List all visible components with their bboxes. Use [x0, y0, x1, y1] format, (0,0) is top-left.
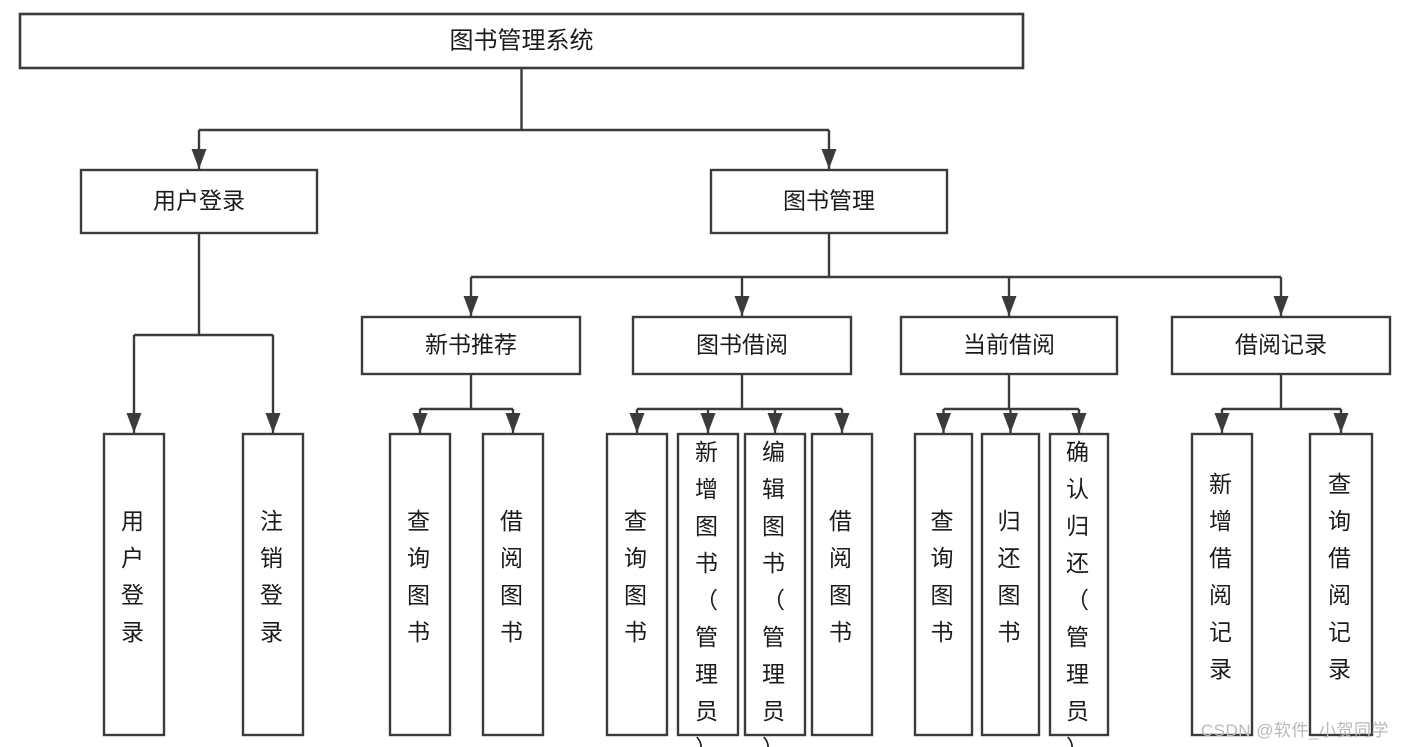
conn-l3-图书借阅-arrow-1 — [700, 413, 716, 433]
conn-l3-借阅记录-arrow-1 — [1333, 413, 1349, 433]
node-l3-新书推荐-rect[interactable] — [360, 315, 582, 376]
node-leaf-查询图书-4-label: 查询图书 — [624, 508, 650, 645]
node-leaf-查询图书-8[interactable]: 查询图书 — [913, 432, 974, 737]
conn-l3-图书借阅-arrow-3 — [834, 413, 850, 433]
node-l3-新书推荐[interactable]: 新书推荐 — [360, 315, 582, 376]
node-l2-用户登录-label: 用户登录 — [153, 188, 245, 214]
connector-layer — [126, 68, 1349, 433]
node-leaf-借阅图书-7-rect[interactable] — [810, 432, 874, 737]
node-leaf-查询图书-8-rect[interactable] — [913, 432, 974, 737]
node-l3-借阅记录-label: 借阅记录 — [1235, 332, 1327, 358]
node-leaf-借阅图书-7[interactable]: 借阅图书 — [810, 432, 874, 737]
node-leaf-新增图书管理员-5-rect[interactable] — [676, 432, 740, 737]
node-leaf-确认归还管理员-10-label: 确认归还（管理员） — [1066, 439, 1092, 747]
node-leaf-新增图书管理员-5-label: 新增图书（管理员） — [695, 439, 721, 747]
node-leaf-查询借阅记录-12-rect[interactable] — [1308, 432, 1374, 737]
node-leaf-用户登录-0-label: 用户登录 — [121, 508, 147, 645]
node-leaf-新增借阅记录-11[interactable]: 新增借阅记录 — [1190, 432, 1254, 737]
node-l2-图书管理[interactable]: 图书管理 — [709, 168, 949, 235]
node-l3-借阅记录[interactable]: 借阅记录 — [1170, 315, 1392, 376]
node-leaf-查询借阅记录-12[interactable]: 查询借阅记录 — [1308, 432, 1374, 737]
node-l3-图书借阅[interactable]: 图书借阅 — [631, 315, 853, 376]
node-leaf-归还图书-9-rect[interactable] — [980, 432, 1041, 737]
node-leaf-借阅图书-3-rect[interactable] — [481, 432, 545, 737]
node-leaf-新增借阅记录-11-label: 新增借阅记录 — [1209, 471, 1235, 682]
node-l2-图书管理-rect[interactable] — [709, 168, 949, 235]
node-l2-图书管理-label: 图书管理 — [783, 188, 875, 214]
node-l2-用户登录-rect[interactable] — [79, 168, 319, 235]
node-leaf-归还图书-9-label: 归还图书 — [998, 508, 1024, 645]
node-leaf-查询图书-2-rect[interactable] — [388, 432, 452, 737]
watermark-label: CSDN @软件_小贺同学 — [1200, 721, 1389, 740]
node-leaf-查询图书-8-label: 查询图书 — [931, 508, 957, 645]
node-leaf-确认归还管理员-10[interactable]: 确认归还（管理员） — [1048, 432, 1110, 747]
node-leaf-借阅图书-3-label: 借阅图书 — [500, 508, 526, 645]
node-layer: 图书管理系统用户登录图书管理新书推荐图书借阅当前借阅借阅记录用户登录注销登录查询… — [18, 12, 1392, 747]
conn-user-login-arrow-1 — [265, 413, 281, 433]
conn-l3-当前借阅-arrow-0 — [936, 413, 951, 433]
node-leaf-查询图书-2[interactable]: 查询图书 — [388, 432, 452, 737]
node-leaf-查询图书-4[interactable]: 查询图书 — [605, 432, 669, 737]
node-l2-用户登录[interactable]: 用户登录 — [79, 168, 319, 235]
node-leaf-注销登录-1-rect[interactable] — [241, 432, 305, 737]
node-leaf-编辑图书管理员-6[interactable]: 编辑图书（管理员） — [743, 432, 807, 747]
conn-l3-图书借阅-arrow-0 — [629, 413, 645, 433]
conn-book-mgmt-arrow-2 — [1001, 296, 1017, 316]
node-l3-图书借阅-label: 图书借阅 — [696, 332, 788, 358]
node-root-图书管理系统-label: 图书管理系统 — [450, 27, 594, 54]
node-leaf-编辑图书管理员-6-rect[interactable] — [743, 432, 807, 737]
conn-l3-当前借阅-arrow-2 — [1071, 413, 1087, 433]
node-l3-当前借阅-label: 当前借阅 — [963, 332, 1055, 358]
node-leaf-查询图书-2-label: 查询图书 — [407, 508, 433, 645]
node-leaf-查询图书-4-rect[interactable] — [605, 432, 669, 737]
node-leaf-新增图书管理员-5[interactable]: 新增图书（管理员） — [676, 432, 740, 747]
conn-book-mgmt-arrow-3 — [1273, 296, 1289, 316]
conn-l3-新书推荐-arrow-1 — [505, 413, 521, 433]
conn-root-arrow-1 — [821, 149, 837, 169]
conn-user-login-arrow-0 — [126, 413, 142, 433]
node-leaf-查询借阅记录-12-label: 查询借阅记录 — [1328, 471, 1354, 682]
node-leaf-编辑图书管理员-6-label: 编辑图书（管理员） — [762, 439, 788, 747]
conn-l3-图书借阅-arrow-2 — [767, 413, 783, 433]
node-l3-新书推荐-label: 新书推荐 — [425, 332, 517, 358]
node-leaf-借阅图书-3[interactable]: 借阅图书 — [481, 432, 545, 737]
node-leaf-用户登录-0[interactable]: 用户登录 — [102, 432, 166, 737]
conn-l3-新书推荐-arrow-0 — [412, 413, 428, 433]
conn-book-mgmt-arrow-0 — [463, 296, 479, 316]
node-leaf-确认归还管理员-10-rect[interactable] — [1048, 432, 1110, 737]
node-leaf-注销登录-1[interactable]: 注销登录 — [241, 432, 305, 737]
conn-root-arrow-0 — [191, 149, 207, 169]
node-leaf-新增借阅记录-11-rect[interactable] — [1190, 432, 1254, 737]
node-l3-当前借阅-rect[interactable] — [899, 315, 1119, 376]
node-root-图书管理系统-rect[interactable] — [18, 12, 1025, 70]
node-leaf-用户登录-0-rect[interactable] — [102, 432, 166, 737]
conn-book-mgmt-arrow-1 — [734, 296, 750, 316]
node-leaf-借阅图书-7-label: 借阅图书 — [829, 508, 855, 645]
conn-l3-当前借阅-arrow-1 — [1003, 413, 1018, 433]
node-leaf-归还图书-9[interactable]: 归还图书 — [980, 432, 1041, 737]
conn-l3-借阅记录-arrow-0 — [1214, 413, 1230, 433]
node-leaf-注销登录-1-label: 注销登录 — [260, 508, 286, 645]
node-l3-图书借阅-rect[interactable] — [631, 315, 853, 376]
node-l3-借阅记录-rect[interactable] — [1170, 315, 1392, 376]
node-l3-当前借阅[interactable]: 当前借阅 — [899, 315, 1119, 376]
node-root-图书管理系统[interactable]: 图书管理系统 — [18, 12, 1025, 70]
